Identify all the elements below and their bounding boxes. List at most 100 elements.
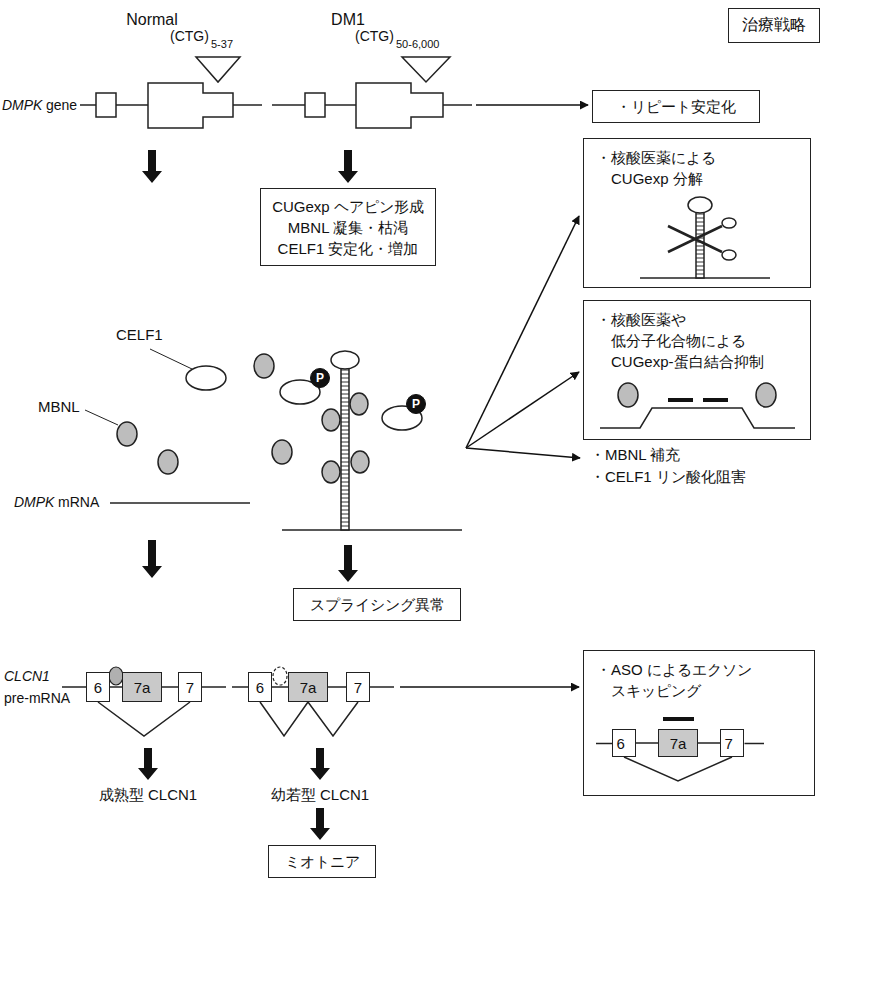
- box-text: CUGexp ヘアピン形成: [272, 196, 424, 217]
- intron-line: [162, 686, 178, 688]
- scissors-illustration: [688, 197, 712, 213]
- repeat-label: (CTG): [170, 28, 209, 45]
- exon-box: 7a: [288, 672, 328, 702]
- dm1-hairpin: [322, 409, 340, 431]
- block-arrow: [338, 150, 358, 183]
- intron-line: [328, 686, 346, 688]
- intron-line: [62, 686, 86, 688]
- leader-line: [150, 349, 192, 369]
- leader-line: [85, 410, 118, 425]
- pathology-box: CUGexp ヘアピン形成MBNL 凝集・枯渇CELF1 安定化・増加: [260, 188, 436, 266]
- isoform-label: 成熟型 CLCN1: [99, 786, 197, 804]
- dm1-hairpin: [282, 529, 462, 531]
- mrna-label: mRNA: [58, 494, 99, 511]
- box-text: P: [316, 372, 324, 384]
- dmpk-gene-normal: [96, 93, 116, 117]
- intron-line: [698, 742, 720, 744]
- dmpk-gene-dm1: [356, 83, 443, 128]
- normal-mrna: [254, 354, 274, 378]
- exon-box: 6: [248, 672, 272, 702]
- scissors-illustration: [722, 250, 736, 260]
- dm1-hairpin: [351, 451, 369, 473]
- box-text: ・リピート安定化: [616, 96, 736, 117]
- protein-label: MBNL: [38, 398, 80, 416]
- dmpk-gene-dm1: [272, 57, 472, 128]
- box-text: 7a: [670, 733, 687, 754]
- thin-arrow: [400, 686, 579, 688]
- box-text: 治療戦略: [742, 14, 806, 36]
- scissors-illustration: [696, 212, 704, 278]
- intron-line: [202, 686, 226, 688]
- thin-arrow: [466, 448, 580, 458]
- treatment-item: ・MBNL 補充: [590, 446, 680, 464]
- thin-arrow: [466, 372, 579, 448]
- exon-box: 7: [178, 672, 202, 702]
- box-text: ・核酸医薬や 低分子化合物による CUGexp-蛋白結合抑制: [596, 309, 776, 372]
- box-text: 6: [94, 677, 102, 698]
- intron-line: [745, 743, 765, 745]
- dmpk-gene-normal: [80, 57, 262, 128]
- scissors-illustration: [640, 197, 770, 278]
- box-text: MBNL 凝集・枯渇: [288, 217, 408, 238]
- binding-block-illustration: [600, 408, 795, 428]
- thin-arrow: [466, 216, 579, 448]
- exon-box: 7a: [122, 672, 162, 702]
- normal-mrna: [186, 366, 226, 390]
- box-text: 7a: [300, 677, 317, 698]
- normal-mrna: [272, 440, 292, 464]
- splice-line: [624, 757, 732, 781]
- binding-block-illustration: [703, 398, 728, 402]
- block-arrow: [310, 748, 330, 780]
- mbnl-on-exon: [109, 667, 123, 685]
- binding-block-illustration: [618, 383, 638, 407]
- gene-name: CLCN1: [4, 668, 50, 685]
- phospho-circle: P: [406, 394, 426, 414]
- intron-line: [232, 686, 248, 688]
- normal-mrna: [117, 422, 137, 446]
- intron-line: [636, 742, 658, 744]
- intron-line: [370, 686, 394, 688]
- scissors-illustration: [668, 226, 722, 252]
- scissors-illustration: [668, 226, 722, 252]
- block-arrow: [142, 540, 162, 578]
- treatment-box: ・核酸医薬や 低分子化合物による CUGexp-蛋白結合抑制: [583, 300, 811, 440]
- mrna-label: pre-mRNA: [4, 690, 70, 707]
- splice-line: [260, 702, 308, 736]
- dmpk-gene-dm1: [402, 57, 450, 82]
- box-text: 7: [725, 733, 740, 754]
- leader-line: [85, 349, 192, 425]
- aso-bar: [663, 717, 694, 721]
- binding-block-illustration: [756, 383, 776, 407]
- gene-label: gene: [46, 97, 77, 114]
- dm1-hairpin: [331, 351, 359, 369]
- box-text: P: [412, 398, 420, 410]
- treatment-box: ・核酸医薬による CUGexp 分解: [583, 138, 811, 288]
- dmpk-gene-dm1: [305, 93, 325, 117]
- repeat-count: 5-37: [211, 38, 233, 51]
- exon-box: 6: [86, 672, 110, 702]
- protein-label: CELF1: [116, 326, 163, 344]
- block-arrow: [138, 748, 158, 780]
- dm1-hairpin: [322, 461, 340, 483]
- column-header: Normal: [126, 10, 178, 29]
- strategy-header-box: 治療戦略: [728, 8, 820, 43]
- aso-bar: [663, 719, 694, 720]
- normal-mrna: [110, 502, 250, 504]
- box-text: 7: [354, 677, 362, 698]
- dm1-hairpin: [280, 351, 462, 530]
- scissors-illustration: [640, 277, 770, 279]
- normal-mrna: [158, 450, 178, 474]
- binding-block-illustration: [668, 398, 693, 402]
- dmpk-gene-normal: [148, 83, 233, 128]
- block-arrow: [310, 808, 330, 840]
- box-text: ・核酸医薬による CUGexp 分解: [596, 147, 751, 189]
- intron-line: [110, 686, 122, 688]
- binding-block-illustration: [600, 383, 795, 428]
- thin-arrow: [476, 104, 588, 106]
- exon-box: 6: [612, 729, 636, 757]
- normal-mrna: [110, 354, 292, 503]
